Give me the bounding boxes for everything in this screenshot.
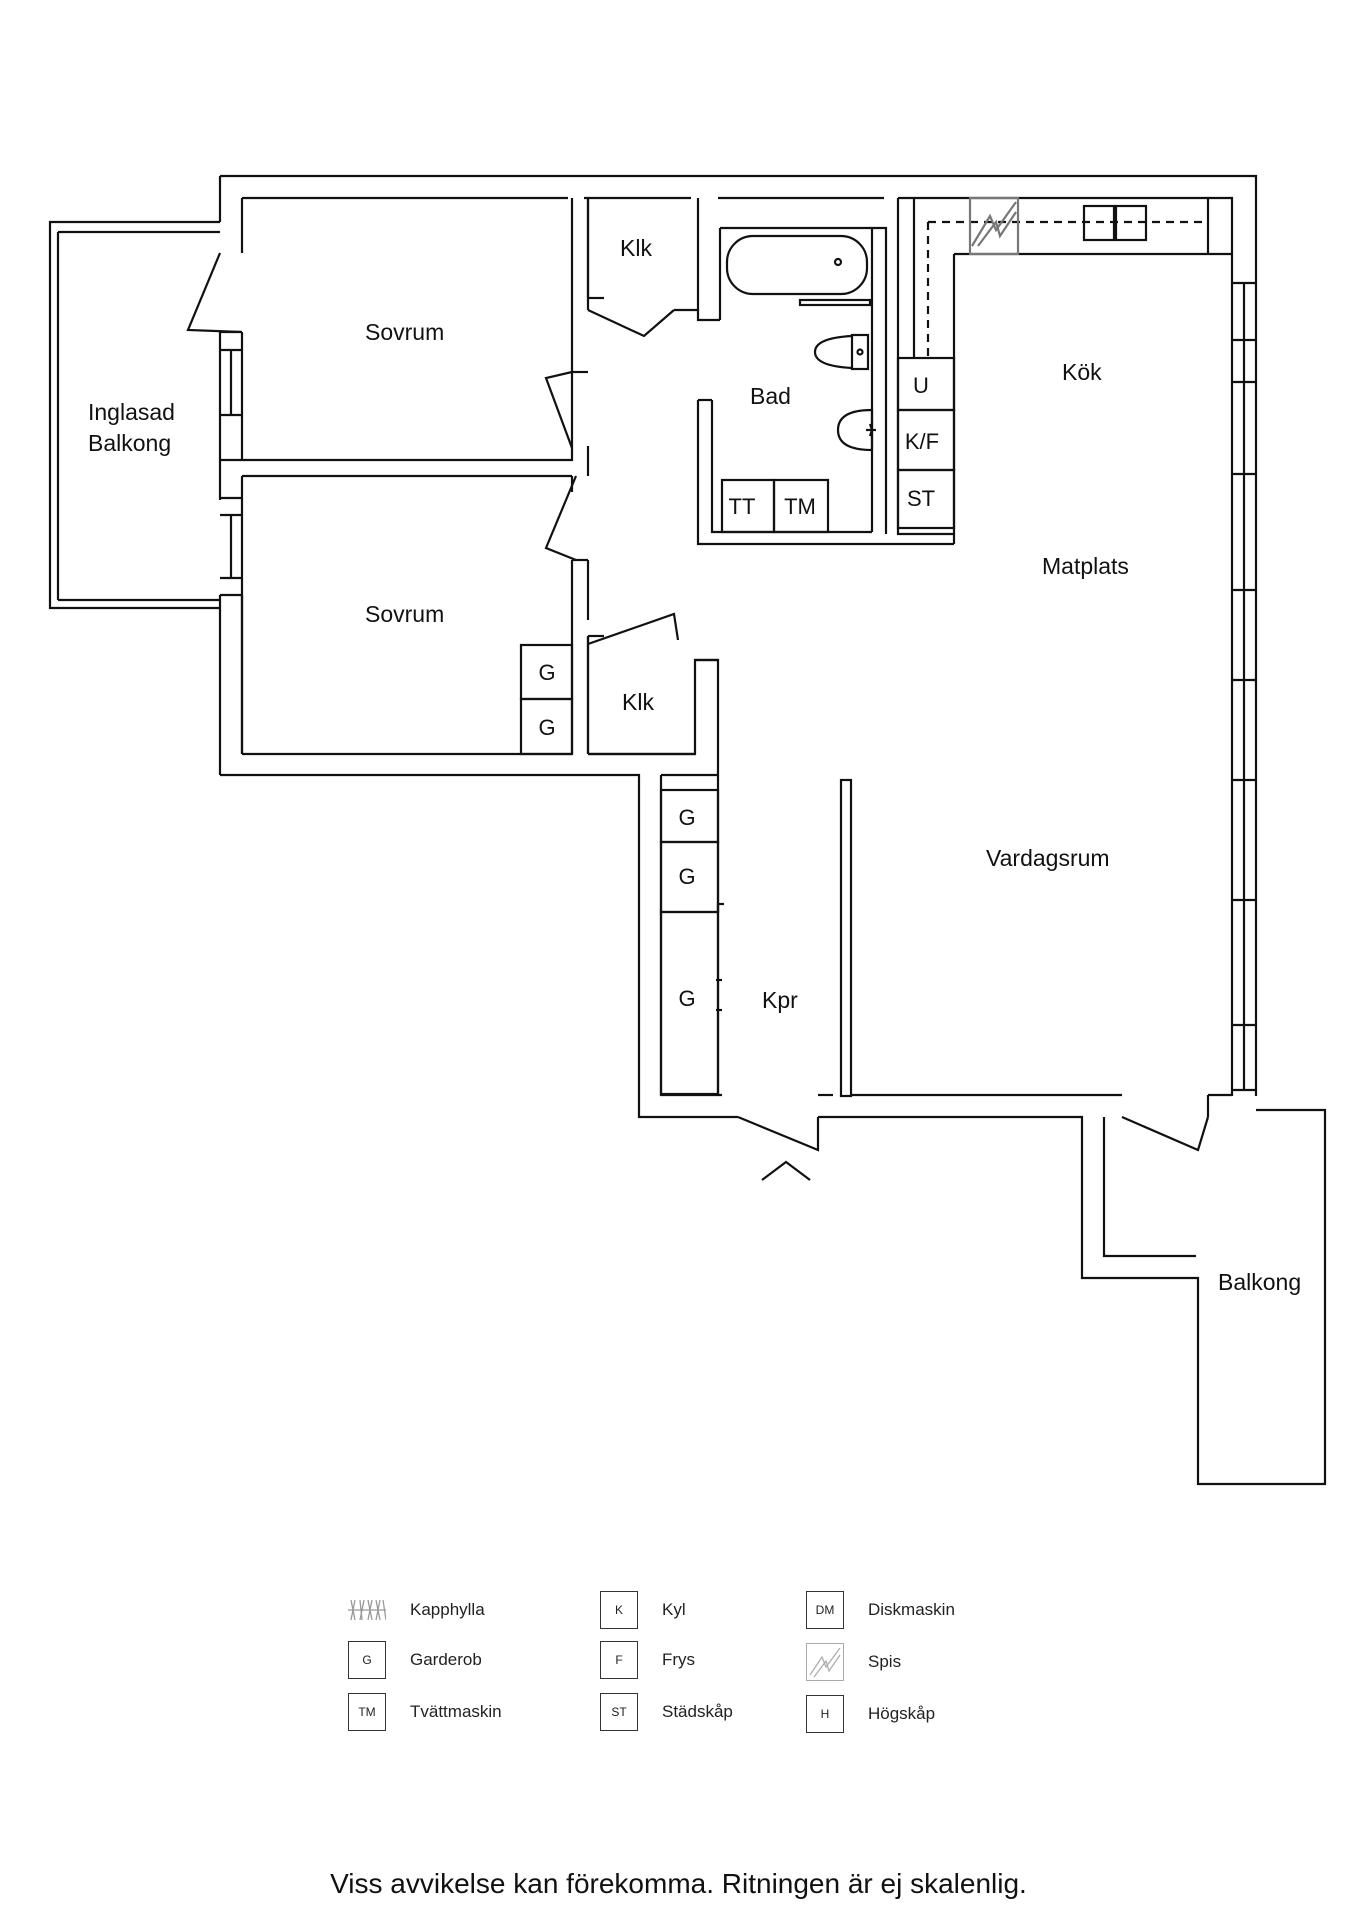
glazed-balcony: [48, 220, 243, 610]
hallway-fixtures: [659, 754, 1210, 1181]
room-label-kok: Kök: [1062, 359, 1102, 385]
room-label-sovrum-upper: Sovrum: [365, 319, 444, 345]
legend-symbol: H: [806, 1695, 844, 1733]
upper-closet-walls: [586, 198, 720, 338]
legend-label: Tvättmaskin: [410, 1702, 502, 1721]
room-label-sovrum-lower: Sovrum: [365, 601, 444, 627]
outer-walls: [218, 174, 1327, 1486]
room-label-balkong: Balkong: [1218, 1269, 1301, 1295]
legend-label: Spis: [868, 1652, 902, 1671]
fixture-labels: TT TM U K/F ST G G G G G: [538, 373, 939, 1011]
legend-symbol: F: [600, 1641, 638, 1679]
legend-label: Kapphylla: [410, 1600, 485, 1619]
room-label-klk-upper: Klk: [620, 235, 652, 261]
legend-label: Städskåp: [662, 1702, 733, 1721]
kitchen-fixtures: [896, 196, 1232, 544]
legend-item-kapphylla: Kapphylla: [348, 1588, 485, 1632]
kapphylla-icon: [348, 1591, 386, 1629]
legend-symbol: K: [600, 1591, 638, 1629]
room-label-matplats: Matplats: [1042, 553, 1129, 579]
legend-label: Högskåp: [868, 1704, 936, 1723]
bathroom-walls: [696, 226, 954, 546]
fixture-label-g-hall-3: G: [678, 986, 695, 1011]
room-label-bad: Bad: [750, 383, 791, 409]
legend-label: Garderob: [410, 1650, 482, 1669]
room-label-kpr: Kpr: [762, 987, 798, 1013]
fixture-label-g-bedroom-1: G: [538, 660, 555, 685]
legend-item-stadskap: ST Städskåp: [600, 1690, 733, 1734]
legend-label: Kyl: [662, 1600, 686, 1619]
legend-symbol: G: [348, 1641, 386, 1679]
legend-item-tvattmaskin: TM Tvättmaskin: [348, 1690, 502, 1734]
room-label-inglasad-balkong-2: Balkong: [88, 430, 171, 456]
fixture-label-tt: TT: [729, 494, 756, 519]
lower-closet-walls: [586, 612, 720, 756]
fixture-label-tm: TM: [784, 494, 816, 519]
window-marks-right: [1232, 281, 1256, 1092]
legend-label: Frys: [662, 1650, 696, 1669]
room-label-inglasad-balkong-1: Inglasad: [88, 399, 175, 425]
legend-item-garderob: G Garderob: [348, 1638, 482, 1682]
lower-bedroom-walls: [240, 475, 590, 756]
legend-label: Diskmaskin: [868, 1600, 955, 1619]
legend-symbol: TM: [348, 1693, 386, 1731]
room-label-klk-lower: Klk: [622, 689, 654, 715]
fixture-label-g-hall-2: G: [678, 864, 695, 889]
fixture-label-g-hall-1: G: [678, 805, 695, 830]
legend-item-kyl: K Kyl: [600, 1588, 686, 1632]
legend-item-spis: Spis: [806, 1640, 901, 1684]
legend-symbol: DM: [806, 1591, 844, 1629]
fixture-label-st: ST: [907, 486, 935, 511]
legend-symbol: ST: [600, 1693, 638, 1731]
fixture-label-kf: K/F: [905, 429, 939, 454]
fixture-label-u: U: [913, 373, 929, 398]
legend-item-diskmaskin: DM Diskmaskin: [806, 1588, 955, 1632]
legend-item-hogskap: H Högskåp: [806, 1692, 935, 1736]
disclaimer: Viss avvikelse kan förekomma. Ritningen …: [330, 1868, 1027, 1899]
spis-icon: [806, 1643, 844, 1681]
room-labels: Inglasad Balkong Sovrum Sovrum Klk Klk B…: [88, 235, 1301, 1295]
room-label-vardagsrum: Vardagsrum: [986, 845, 1110, 871]
legend-item-frys: F Frys: [600, 1638, 695, 1682]
fixture-label-g-bedroom-2: G: [538, 715, 555, 740]
